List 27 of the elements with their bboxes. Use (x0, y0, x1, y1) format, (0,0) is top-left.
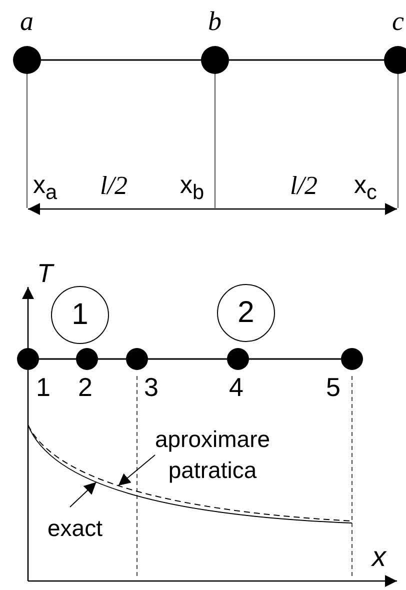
element-line (98, 358, 126, 360)
curve-label: aproximare patratica (145, 424, 280, 486)
coordinate-label: x$_{c}$ (354, 173, 377, 204)
element-line (148, 358, 227, 360)
length-label: l/2 (100, 173, 128, 199)
node-label: 2 (78, 374, 92, 400)
element-number-circle: 1 (51, 286, 109, 344)
curve-label: exact (40, 513, 110, 544)
coordinate-label: x$_{a}$ (33, 173, 58, 204)
leader-line (70, 482, 97, 508)
node-label: b (208, 8, 222, 35)
node-label: 3 (144, 374, 158, 400)
node-label: a (20, 8, 34, 35)
coordinate-label: x$_{b}$ (180, 173, 204, 204)
node-label: 5 (326, 374, 340, 400)
element-line (39, 358, 76, 360)
axis-label: x (372, 543, 386, 571)
node-label: c (392, 8, 404, 35)
element-number-circle: 2 (217, 284, 275, 342)
length-label: l/2 (290, 173, 318, 199)
element-line (249, 358, 341, 360)
element-line (41, 59, 201, 61)
axis-label: T (37, 260, 53, 286)
node-label: 4 (229, 374, 244, 400)
element-line (229, 59, 384, 61)
leader-line (118, 454, 156, 486)
node-label: 1 (36, 374, 50, 400)
